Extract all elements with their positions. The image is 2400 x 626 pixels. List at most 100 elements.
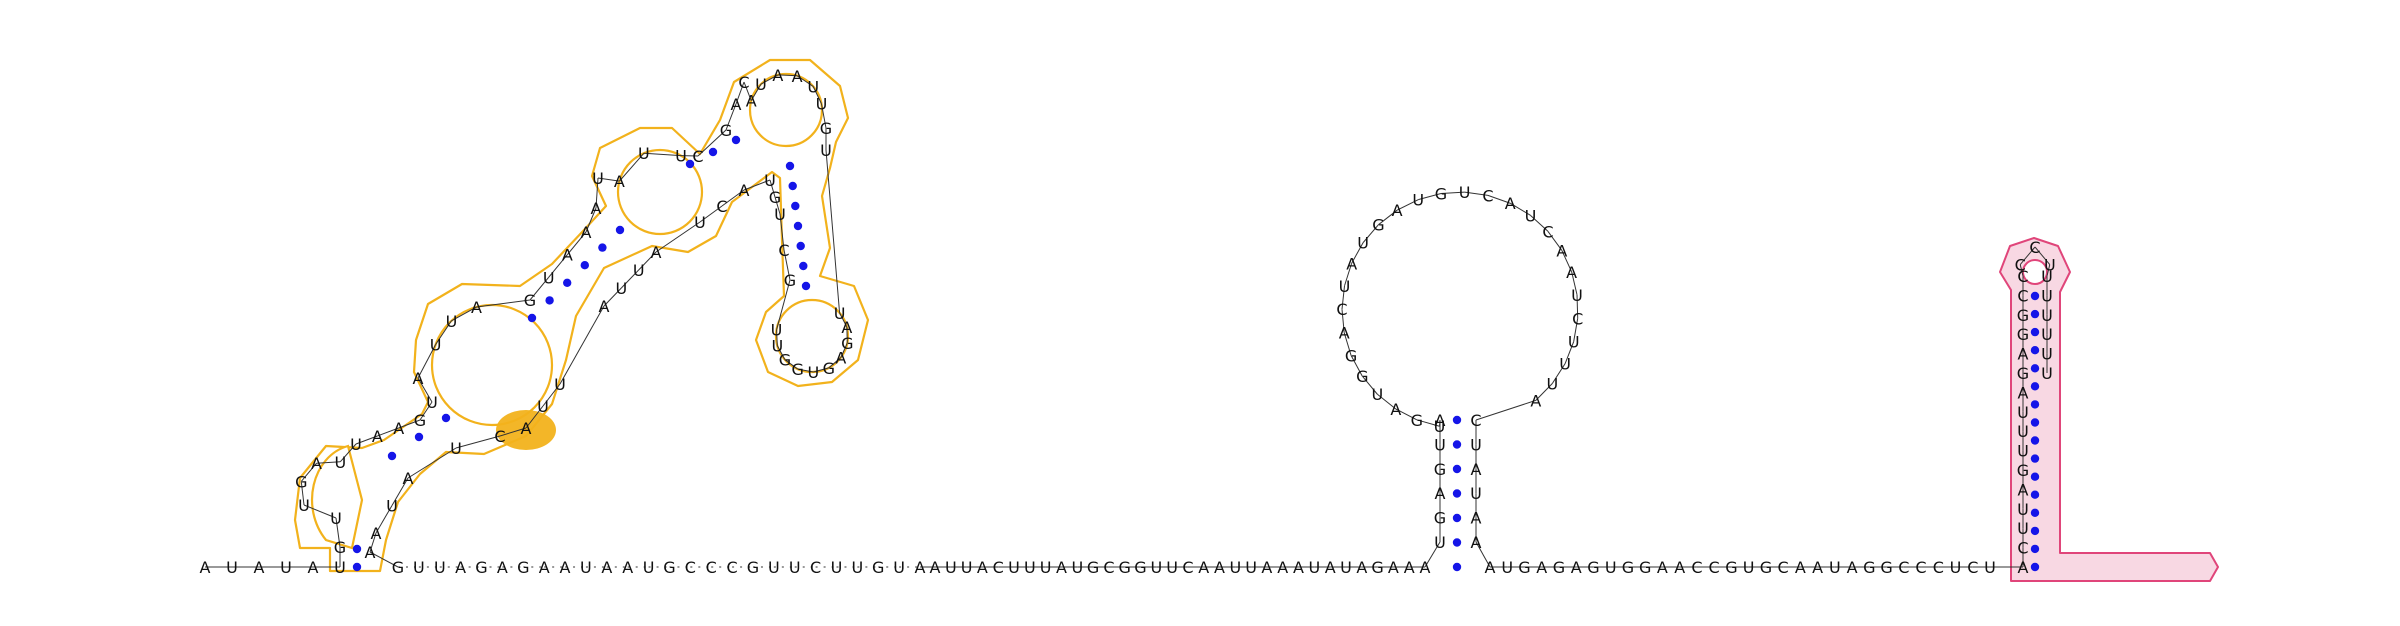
nucleotide: A — [562, 246, 573, 265]
nucleotide: G — [1725, 558, 1737, 577]
nucleotide: G — [2017, 364, 2029, 383]
nucleotide: G — [663, 558, 675, 577]
backbone-segment — [1341, 285, 1346, 310]
base-pair-dot — [414, 432, 424, 442]
backbone-segment — [1571, 271, 1578, 295]
base-pair-dot — [2030, 526, 2040, 536]
nucleotide: C — [2029, 238, 2040, 257]
nucleotide: U — [675, 147, 687, 166]
nucleotide: U — [1605, 558, 1617, 577]
backbone-segment — [339, 443, 357, 463]
nucleotide: U — [1743, 558, 1755, 577]
nucleotide: U — [1008, 558, 1020, 577]
nucleotide: A — [1657, 558, 1668, 577]
backbone-segment — [548, 254, 568, 278]
nucleotide: G — [1371, 558, 1383, 577]
region-1-loop-c — [616, 148, 704, 236]
backbone-segment — [377, 427, 399, 437]
structure-region-1-outline — [293, 58, 870, 573]
nucleotide: U — [413, 558, 425, 577]
base-pair-dot — [2030, 418, 2040, 427]
base-pair-dot — [545, 296, 554, 305]
nucleotide: U — [1459, 183, 1471, 202]
backbone-segment — [303, 504, 337, 519]
base-pair-dot — [2030, 309, 2040, 319]
nucleotide: A — [1356, 558, 1367, 577]
nucleotide: U — [386, 497, 398, 516]
nucleotide: A — [1404, 558, 1415, 577]
nucleotide: U — [554, 375, 566, 394]
backbone-segment — [603, 287, 622, 307]
nucleotide: G — [392, 558, 404, 577]
backbone-segment — [1440, 191, 1465, 195]
backbone-segment — [1487, 194, 1511, 204]
nucleotide: G — [475, 558, 487, 577]
nucleotide: U — [808, 363, 820, 382]
nucleotide: U — [2017, 403, 2029, 422]
nucleotide: U — [638, 144, 650, 163]
backbone-segment — [1341, 309, 1345, 333]
nucleotide: C — [1898, 558, 1909, 577]
nucleotide: G — [872, 558, 884, 577]
nucleotide: A — [1674, 558, 1685, 577]
base-pair-dot — [2030, 508, 2040, 517]
nucleotide: G — [1345, 346, 1357, 365]
nucleotide: A — [1339, 324, 1350, 343]
nucleotide: G — [784, 271, 796, 290]
backbone-segment — [620, 269, 640, 289]
backbone-segment — [643, 152, 682, 157]
backbone-segment — [784, 359, 799, 370]
nucleotide: A — [200, 558, 211, 577]
nucleotide: G — [2017, 461, 2029, 480]
nucleotide: C — [1915, 558, 1926, 577]
backbone-segment — [2034, 246, 2051, 265]
nucleotide: A — [977, 558, 988, 577]
nucleotide: C — [1691, 558, 1702, 577]
backbone-segment — [779, 213, 785, 251]
nucleotide: A — [365, 543, 376, 562]
nucleotide: U — [774, 205, 786, 224]
nucleotide: A — [1795, 558, 1806, 577]
nucleotide: U — [1357, 234, 1369, 253]
base-pair-dot — [580, 261, 589, 270]
nucleotide: U — [2017, 422, 2029, 441]
backbone-segment — [769, 179, 776, 198]
backbone-segment — [699, 205, 723, 223]
nucleotide: U — [893, 558, 905, 577]
nucleotide: G — [1372, 216, 1384, 235]
nucleotide: U — [450, 439, 462, 458]
backbone-segment — [1547, 230, 1563, 251]
nucleotide: U — [1470, 484, 1482, 503]
nucleotide: G — [1118, 558, 1130, 577]
backbone-segment — [760, 74, 779, 85]
nucleotide: C — [778, 241, 789, 260]
base-pair-dot — [1452, 440, 1462, 449]
nucleotide: A — [393, 419, 404, 438]
nucleotide: U — [1024, 558, 1036, 577]
backbone-segment — [743, 179, 771, 191]
nucleotide: A — [1198, 558, 1209, 577]
nucleotide: G — [1639, 558, 1651, 577]
base-pair-dot — [2030, 472, 2040, 481]
nucleotide: U — [771, 337, 783, 356]
nucleotide: G — [1356, 367, 1368, 386]
nucleotide: G — [1863, 558, 1875, 577]
base-pair-dot — [2030, 327, 2040, 337]
nucleotide: A — [731, 95, 742, 114]
nucleotide: U — [334, 558, 346, 577]
backbone-segment — [455, 435, 501, 449]
nucleotide: C — [692, 147, 703, 166]
nucleotide: A — [311, 454, 322, 473]
backbone-segment — [375, 505, 393, 534]
backbone-segment — [776, 345, 786, 360]
nucleotide: A — [1847, 558, 1858, 577]
backbone-segment — [655, 221, 701, 253]
nucleotide: U — [852, 558, 864, 577]
nucleotide: A — [1485, 558, 1496, 577]
nucleotide: A — [1214, 558, 1225, 577]
nucleotide: U — [1245, 558, 1257, 577]
nucleotide: C — [716, 197, 727, 216]
backbone-segment — [566, 231, 587, 255]
nucleotide: A — [2018, 558, 2029, 577]
nucleotide: G — [1411, 411, 1423, 430]
